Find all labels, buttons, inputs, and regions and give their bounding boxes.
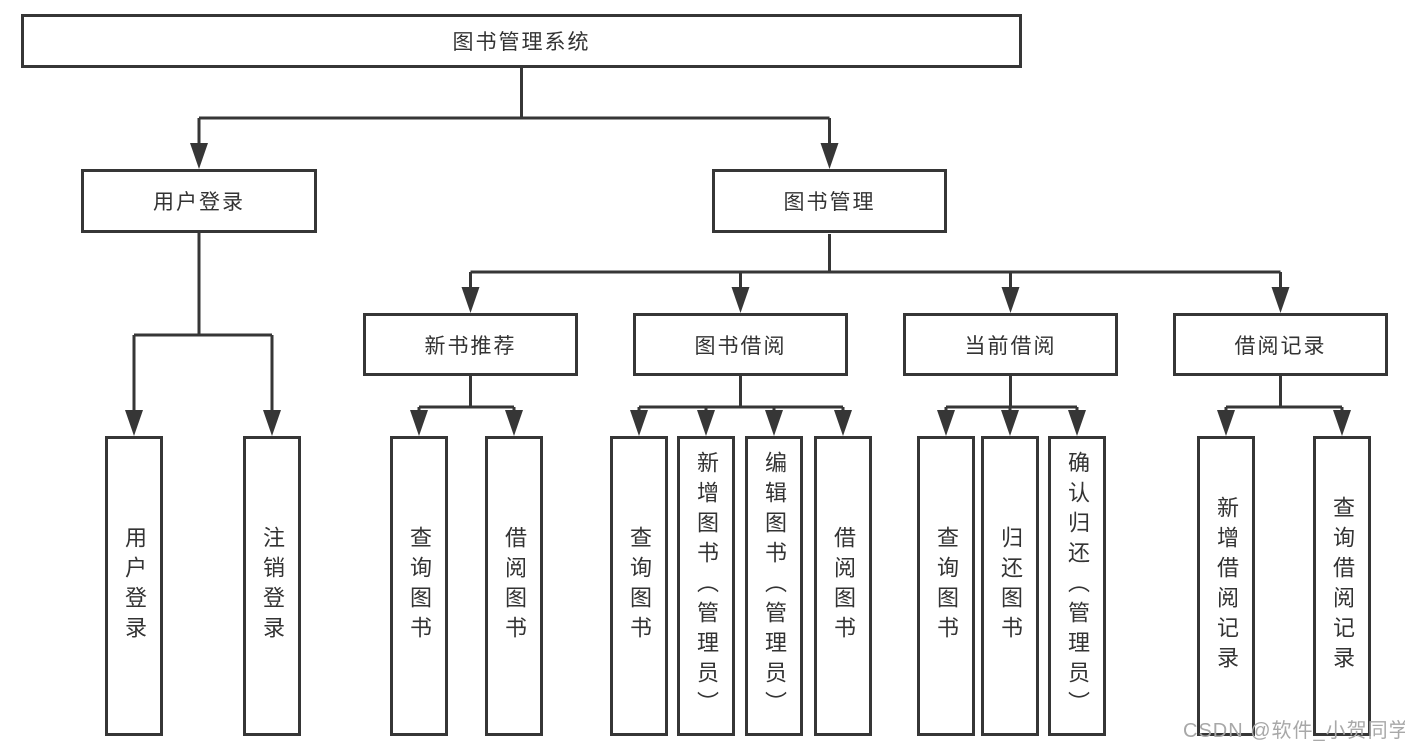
leaf-borrow-books-borrow: 借阅图书 [814,436,872,736]
node-label: 查询图书 [934,526,959,646]
node-label: 新增借阅记录 [1214,496,1239,676]
node-label: 注销登录 [260,526,285,646]
node-label: 编辑图书（管理员） [762,451,787,721]
node-label: 图书借阅 [694,334,787,358]
node-label: 图书管理系统 [452,31,591,54]
node-label: 查询图书 [627,526,652,646]
node-new-book-recommend: 新书推荐 [363,313,578,376]
node-user-login: 用户登录 [81,169,317,233]
node-label: 用户登录 [153,191,245,214]
node-label: 归还图书 [998,526,1023,646]
leaf-add-books-admin: 新增图书（管理员） [677,436,735,736]
node-book-borrow: 图书借阅 [633,313,848,376]
watermark: CSDN @软件_小贺同学 [1183,720,1405,742]
leaf-borrow-books-newbooks: 借阅图书 [485,436,543,736]
node-label: 借阅图书 [502,526,527,646]
leaf-user-login: 用户登录 [105,436,163,736]
node-borrow-records: 借阅记录 [1173,313,1388,376]
node-label: 确认归还（管理员） [1065,451,1090,721]
node-label: 图书管理 [783,191,876,214]
leaf-logout: 注销登录 [243,436,301,736]
node-label: 新增图书（管理员） [694,451,719,721]
leaf-query-books-borrow: 查询图书 [610,436,668,736]
node-library-management-system: 图书管理系统 [21,14,1022,68]
arrowheads [125,143,1351,436]
node-label: 查询图书 [407,526,432,646]
leaf-return-books: 归还图书 [981,436,1039,736]
leaf-query-books-current: 查询图书 [917,436,975,736]
leaf-query-books-newbooks: 查询图书 [390,436,448,736]
node-label: 新书推荐 [424,334,517,358]
node-label: 查询借阅记录 [1330,496,1355,676]
node-label: 用户登录 [122,526,147,646]
leaf-edit-books-admin: 编辑图书（管理员） [745,436,803,736]
node-current-borrow: 当前借阅 [903,313,1118,376]
leaf-confirm-return-admin: 确认归还（管理员） [1048,436,1106,736]
node-label: 当前借阅 [964,334,1057,358]
node-label: 借阅图书 [831,526,856,646]
node-label: 借阅记录 [1234,334,1327,358]
node-book-management: 图书管理 [712,169,947,233]
leaf-add-borrow-record: 新增借阅记录 [1197,436,1255,736]
leaf-query-borrow-record: 查询借阅记录 [1313,436,1371,736]
